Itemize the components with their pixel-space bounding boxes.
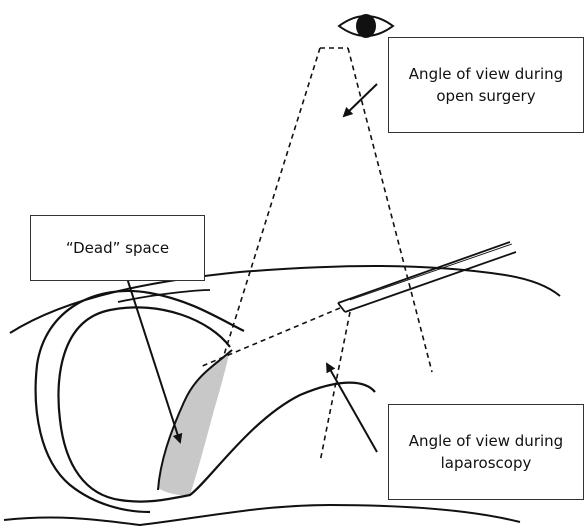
dead-space-arrow	[126, 275, 180, 442]
open-surgery-arrow	[344, 84, 377, 116]
inner-organ-contour	[58, 307, 375, 501]
dead-space-label: “Dead” space	[66, 237, 169, 259]
laparoscope	[338, 242, 516, 312]
dead-space-label-box: “Dead” space	[30, 215, 205, 281]
dead-space-region	[158, 350, 230, 495]
open-surgery-label-line1: Angle of view during	[409, 63, 563, 85]
laparoscopy-arrow	[327, 364, 377, 452]
eye-icon	[339, 14, 393, 38]
open-surgery-label-box: Angle of view during open surgery	[388, 37, 584, 133]
laparoscopy-label-line1: Angle of view during	[409, 430, 563, 452]
laparoscopy-label-box: Angle of view during laparoscopy	[388, 404, 584, 500]
laparoscopy-label-line2: laparoscopy	[441, 452, 532, 474]
open-surgery-label-line2: open surgery	[436, 85, 535, 107]
body-lower-contour	[4, 505, 520, 525]
